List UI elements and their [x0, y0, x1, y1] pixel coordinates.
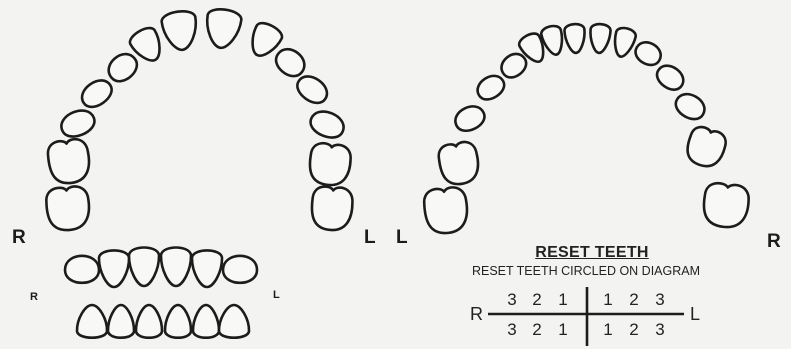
front-upper-tooth-5 — [192, 250, 222, 287]
front-upper-tooth-2 — [99, 250, 129, 287]
lower-tooth-8 — [564, 23, 586, 53]
lower-tooth-14 — [683, 124, 729, 170]
reset-lower-right-3: 3 — [502, 320, 522, 340]
front-lower-tooth-3 — [136, 305, 162, 338]
upper-tooth-13 — [308, 142, 352, 187]
front-upper-tooth-6 — [223, 256, 257, 283]
front-view-left-label: L — [273, 290, 280, 301]
lower-tooth-4 — [473, 71, 508, 104]
lower-tooth-9 — [589, 23, 611, 53]
front-view-right-label: R — [30, 292, 38, 303]
upper-tooth-5 — [103, 49, 141, 87]
upper-tooth-1 — [45, 185, 91, 231]
front-lower-tooth-6 — [219, 305, 249, 338]
lower-tooth-12 — [653, 61, 688, 94]
upper-tooth-7 — [161, 9, 200, 52]
front-lower-tooth-1 — [77, 305, 107, 338]
reset-upper-right-3: 3 — [502, 290, 522, 310]
upper-tooth-2 — [46, 137, 92, 185]
reset-teeth-title: RESET TEETH — [518, 244, 666, 262]
reset-teeth-subtitle: RESET TEETH CIRCLED ON DIAGRAM — [420, 264, 752, 278]
reset-upper-left-1: 1 — [598, 290, 618, 310]
reset-lower-right-1: 1 — [553, 320, 573, 340]
reset-lower-left-2: 2 — [624, 320, 644, 340]
upper-tooth-11 — [293, 71, 332, 108]
upper-tooth-8 — [203, 7, 242, 50]
lower-arch-right-label: R — [767, 232, 781, 251]
lower-tooth-15 — [702, 182, 751, 229]
front-lower-tooth-5 — [193, 305, 219, 338]
front-view-teeth — [65, 248, 257, 338]
lower-tooth-13 — [672, 89, 709, 123]
upper-arch-right-label: R — [12, 228, 26, 247]
upper-arch — [45, 7, 353, 231]
reset-lower-right-2: 2 — [527, 320, 547, 340]
front-lower-tooth-4 — [165, 305, 191, 338]
front-upper-tooth-4 — [161, 248, 191, 287]
upper-tooth-14 — [310, 186, 353, 232]
lower-tooth-3 — [451, 102, 488, 135]
reset-upper-left-2: 2 — [624, 290, 644, 310]
front-lower-tooth-2 — [108, 305, 134, 338]
reset-grid-left-label: L — [690, 304, 700, 325]
upper-tooth-12 — [307, 107, 348, 142]
reset-upper-right-2: 2 — [527, 290, 547, 310]
upper-tooth-3 — [58, 106, 99, 141]
lower-tooth-2 — [437, 140, 482, 187]
reset-upper-right-1: 1 — [553, 290, 573, 310]
reset-lower-left-1: 1 — [598, 320, 618, 340]
reset-lower-left-3: 3 — [650, 320, 670, 340]
reset-grid-right-label: R — [470, 304, 483, 325]
lower-tooth-11 — [632, 38, 665, 69]
lower-arch-left-label: L — [396, 228, 408, 247]
lower-arch — [423, 23, 751, 235]
lower-tooth-1 — [423, 186, 470, 235]
lower-tooth-10 — [611, 26, 637, 59]
upper-tooth-4 — [77, 75, 116, 112]
front-upper-tooth-1 — [65, 256, 99, 283]
front-upper-tooth-3 — [129, 248, 159, 287]
reset-upper-left-3: 3 — [650, 290, 670, 310]
upper-arch-left-label: L — [364, 228, 376, 247]
upper-tooth-10 — [271, 44, 309, 81]
